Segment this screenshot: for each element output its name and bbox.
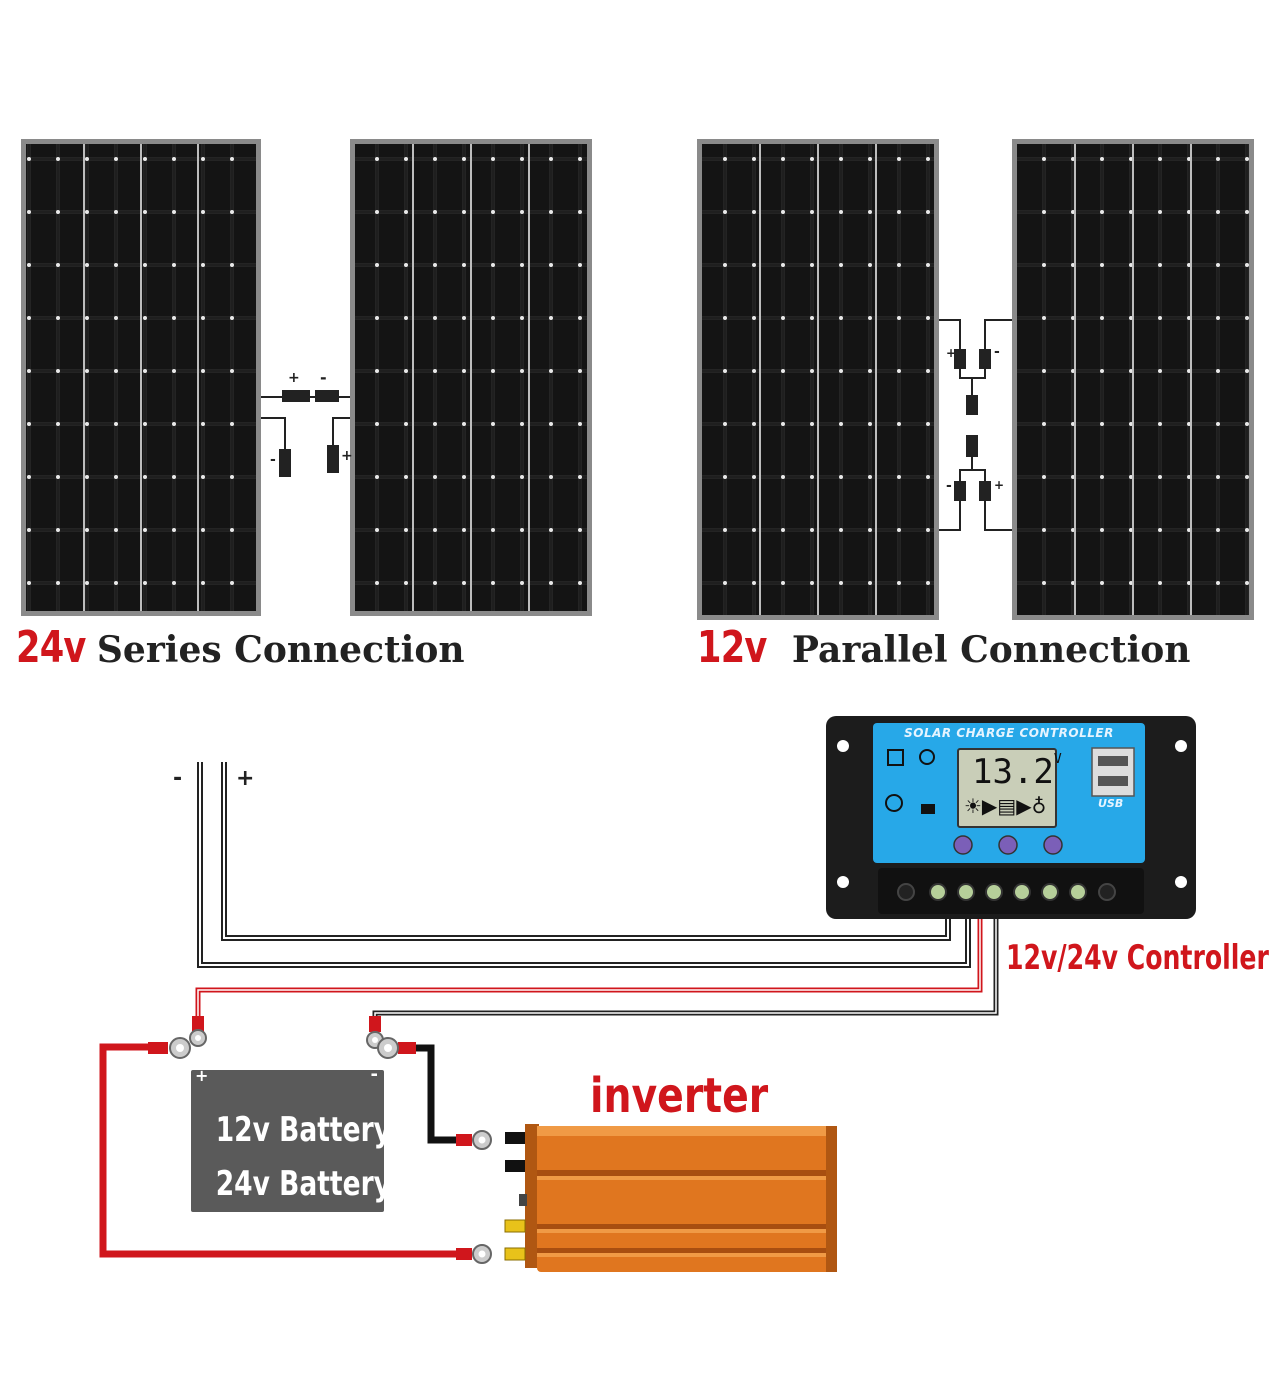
parallel-voltage: 12v [697,622,767,673]
controller-caption-text: 12v/24v Controller [1006,938,1269,978]
usb-label: USB [1098,797,1124,810]
solar-panels-diagram [21,139,1254,620]
solar-panel-1 [21,139,261,616]
inverter [504,1124,837,1272]
controller-title: SOLAR CHARGE CONTROLLER [904,726,1114,740]
parallel-caption: 12v Parallel Connection [697,622,1190,673]
series-plus-mark: + [288,370,300,386]
panel-negative-wire [197,762,971,968]
series-lower-minus-mark: - [270,452,276,468]
solar-panel-4 [1012,139,1254,620]
series-minus-mark: - [320,368,327,387]
series-label: Series Connection [96,629,465,671]
battery-minus-terminal: - [370,1064,378,1085]
parallel-lower-plus-mark: + [994,478,1005,492]
controller-caption: 12v/24v Controller [1006,938,1284,978]
inverter-caption: inverter [590,1068,807,1124]
wiring-diagram [99,716,1196,1272]
parallel-label: Parallel Connection [791,629,1191,671]
battery-positive-wire [195,918,983,1018]
solar-panel-2 [350,139,592,616]
inverter-negative-wire [410,1044,468,1144]
battery-negative-wire [372,918,999,1026]
inverter-positive-wire [99,1043,470,1258]
ring-terminals [148,1016,492,1264]
parallel-mc4-connectors [939,319,1012,531]
series-voltage: 24v [16,622,86,673]
lcd-value: 13.2 [972,752,1054,792]
panel-positive-wire [221,762,951,941]
battery: + - 12v Battery 24v Battery [191,1064,391,1212]
charge-controller [826,716,1196,919]
parallel-minus-mark: - [994,344,1000,360]
panel-minus-mark: - [173,766,183,791]
battery-label-12v: 12v Battery [215,1110,391,1150]
inverter-label: inverter [590,1068,769,1124]
series-mc4-connectors [261,390,350,477]
lcd-readout: 13.2V [972,752,1062,792]
battery-label-24v: 24v Battery [215,1164,391,1204]
battery-plus-terminal: + [195,1066,209,1085]
parallel-lower-minus-mark: - [946,478,952,494]
solar-panel-3 [697,139,939,620]
panel-plus-mark: + [236,766,255,791]
lcd-flow-icons: ☀▶▤▶♁ [964,794,1047,818]
parallel-plus-mark: + [946,346,957,360]
series-lower-plus-mark: + [341,448,353,464]
lcd-unit: V [1053,752,1062,767]
